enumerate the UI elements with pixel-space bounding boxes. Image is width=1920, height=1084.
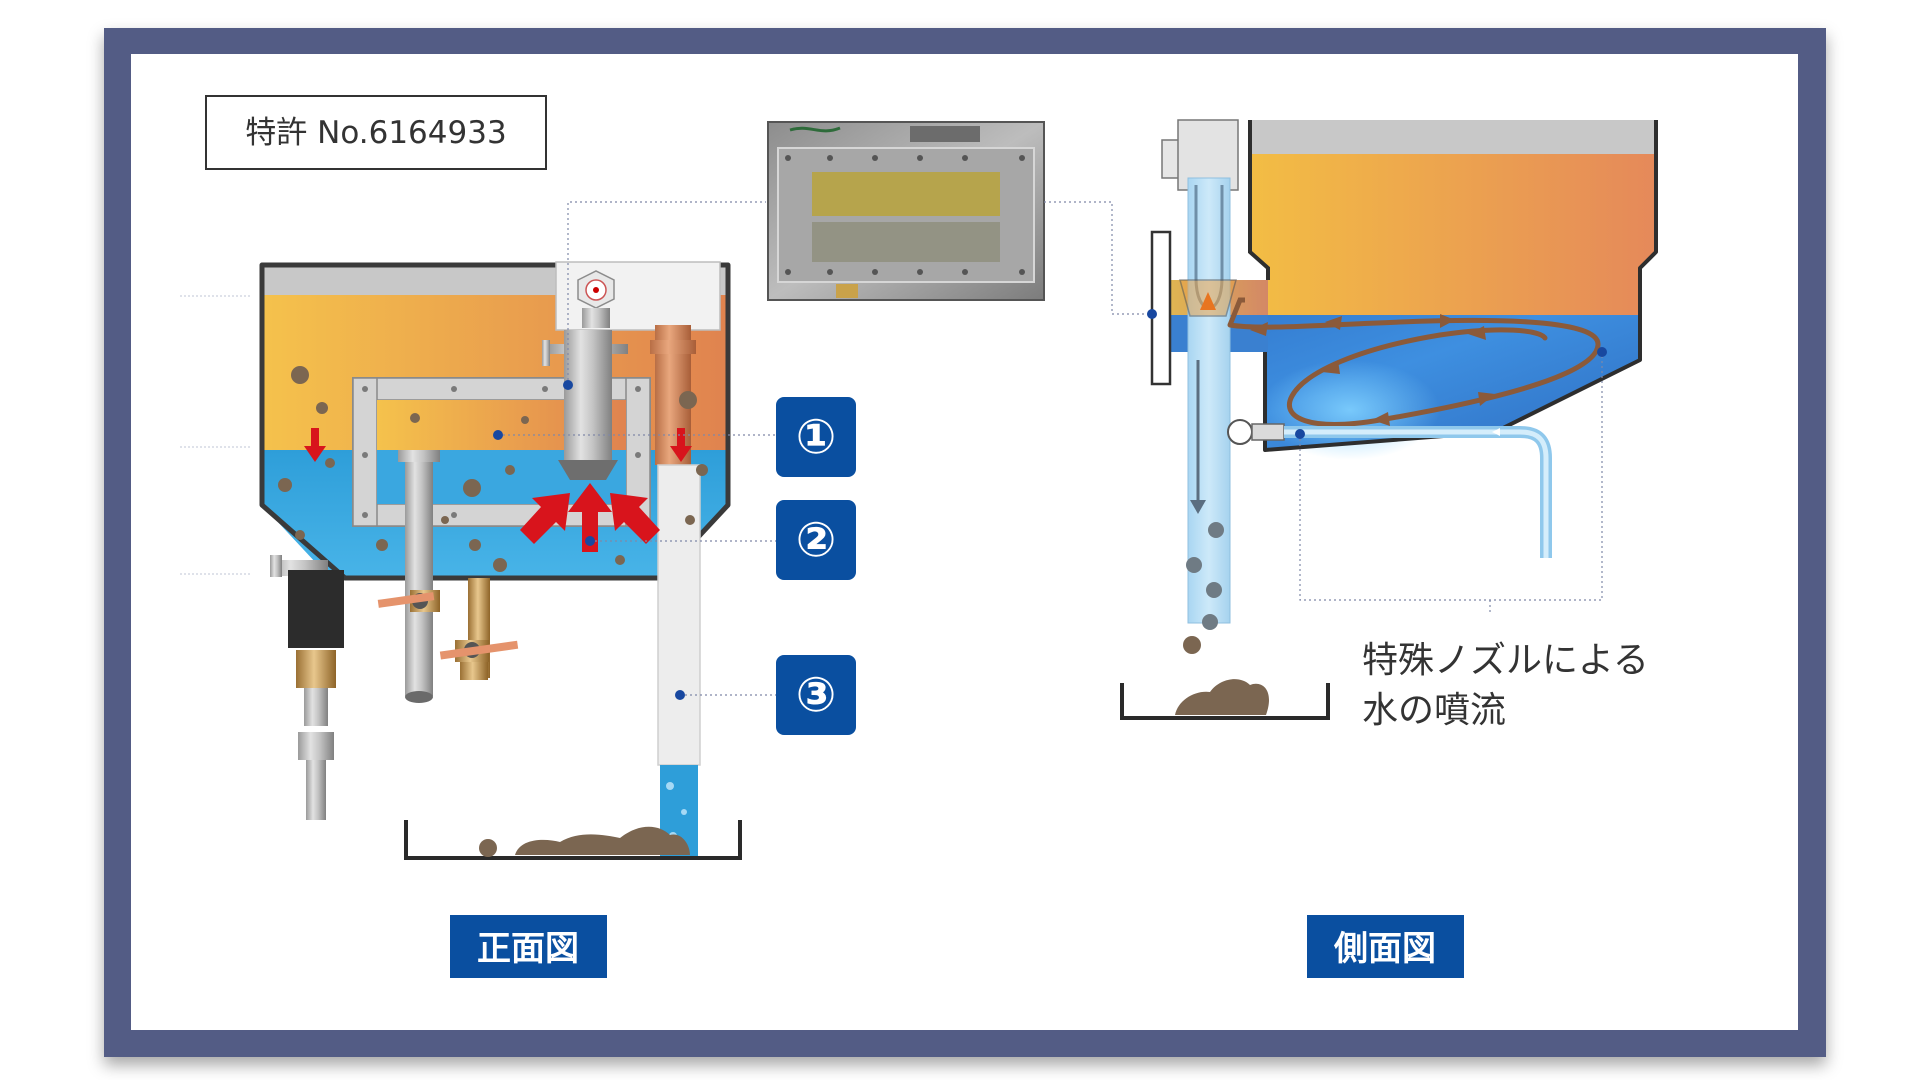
circulation-flow <box>1227 297 1601 427</box>
front-leader-lines <box>498 201 778 696</box>
side-flange <box>1150 230 1172 386</box>
leader-dots <box>493 380 685 700</box>
patent-label-box: 特許 No.6164933 <box>205 95 547 170</box>
front-view-badge: 正面図 <box>450 915 607 978</box>
nozzle-tip <box>558 460 618 480</box>
nozzle-column <box>542 261 721 480</box>
nozzle-up-arrow <box>1200 292 1216 310</box>
sludge-tray-front <box>404 820 742 860</box>
side-leader-lines <box>1044 201 1603 614</box>
front-view: ① ② ③ 正面図 <box>180 201 856 978</box>
callout-3-label: ③ <box>796 667 837 723</box>
inner-pipe <box>405 450 433 578</box>
sludge-tray-side <box>1120 679 1330 720</box>
front-view-label: 正面図 <box>477 929 579 969</box>
callout-2-label: ② <box>796 512 837 568</box>
nozzle-photo <box>767 121 1045 301</box>
side-tank <box>1168 120 1658 460</box>
side-view-label: 側面図 <box>1333 929 1436 969</box>
side-leader-dots <box>1147 309 1607 439</box>
patent-label: 特許 No.6164933 <box>245 115 506 151</box>
nozzle-caption-line1: 特殊ノズルによる <box>1362 640 1649 681</box>
up-arrow-right <box>610 493 660 544</box>
down-arrow-left <box>304 428 326 462</box>
left-fitting <box>270 555 344 820</box>
red-flow-arrows <box>304 428 692 552</box>
sensor-body <box>288 570 344 648</box>
side-inlet-nozzle <box>1227 419 1285 445</box>
side-view-badge: 側面図 <box>1307 915 1464 978</box>
down-arrow-right <box>670 428 692 462</box>
up-arrow-left <box>520 493 570 544</box>
drain-valves <box>377 578 519 703</box>
outlet-pipe <box>657 464 701 766</box>
up-arrow-center <box>568 483 612 552</box>
side-view: 特殊ノズルによる 水の噴流 側面図 <box>1044 119 1658 978</box>
callout-3: ③ <box>776 655 856 735</box>
callout-1-label: ① <box>796 409 837 465</box>
callout-2: ② <box>776 500 856 580</box>
callout-1: ① <box>776 397 856 477</box>
nozzle-shaft <box>564 330 612 460</box>
nozzle-caption-line2: 水の噴流 <box>1362 690 1506 731</box>
discharge-tube <box>1183 177 1231 654</box>
